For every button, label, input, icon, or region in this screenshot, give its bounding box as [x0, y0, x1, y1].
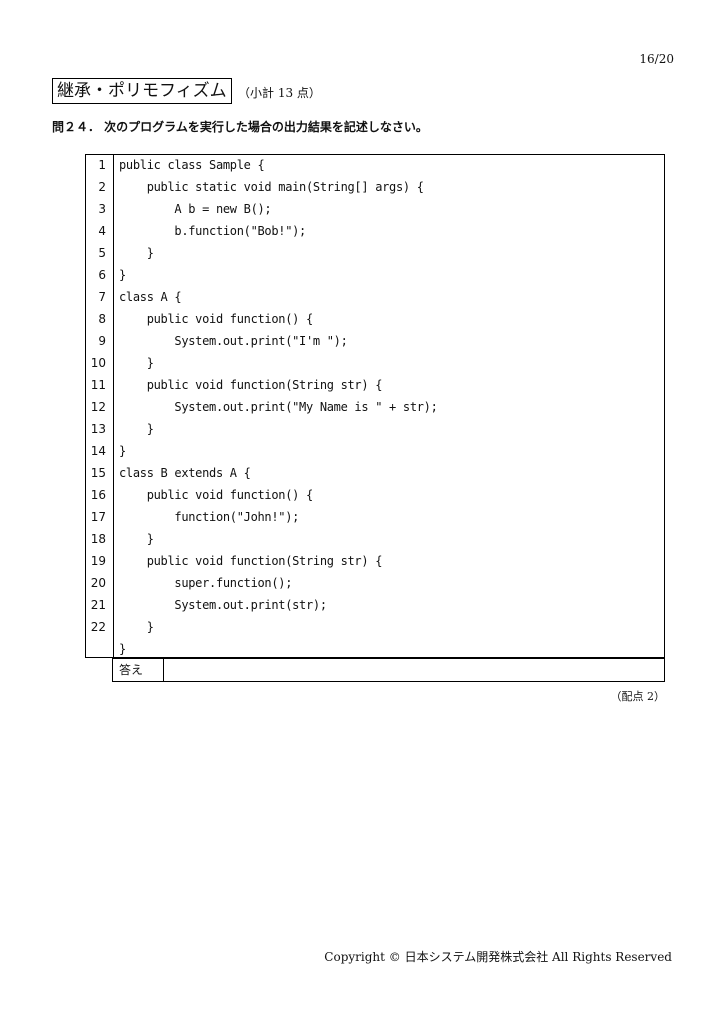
code-line: 14} [86, 441, 664, 463]
code-line: } [86, 639, 664, 661]
line-number: 11 [90, 378, 106, 392]
line-number: 15 [90, 466, 106, 480]
line-code: System.out.print("My Name is " + str); [119, 400, 438, 414]
question-text: 問２４． 次のプログラムを実行した場合の出力結果を記述しなさい。 [52, 120, 428, 134]
page-number: 16/20 [639, 52, 674, 66]
line-code: } [119, 356, 154, 370]
code-line: 21 System.out.print(str); [86, 595, 664, 617]
line-number: 19 [90, 554, 106, 568]
line-number: 12 [90, 400, 106, 414]
code-line: 13 } [86, 419, 664, 441]
code-line: 9 System.out.print("I'm "); [86, 331, 664, 353]
line-code: public void function(String str) { [119, 554, 383, 568]
code-line: 11 public void function(String str) { [86, 375, 664, 397]
line-code: function("John!"); [119, 510, 300, 524]
line-number: 14 [90, 444, 106, 458]
line-code: } [119, 444, 126, 458]
code-line: 16 public void function() { [86, 485, 664, 507]
code-line: 4 b.function("Bob!"); [86, 221, 664, 243]
code-line: 22 } [86, 617, 664, 639]
line-code: public static void main(String[] args) { [119, 180, 424, 194]
line-code: System.out.print("I'm "); [119, 334, 348, 348]
code-line: 1 public class Sample { [86, 155, 664, 177]
code-line: 2 public static void main(String[] args)… [86, 177, 664, 199]
line-code: class A { [119, 290, 182, 304]
line-code: b.function("Bob!"); [119, 224, 306, 238]
line-number: 2 [98, 180, 106, 194]
code-line: 6} [86, 265, 664, 287]
line-code: public void function() { [119, 312, 314, 326]
line-code: System.out.print(str); [119, 598, 327, 612]
line-number: 9 [98, 334, 106, 348]
line-code: } [119, 246, 154, 260]
line-code: } [119, 620, 154, 634]
code-line: 10 } [86, 353, 664, 375]
code-line: 8 public void function() { [86, 309, 664, 331]
line-code: } [119, 642, 126, 656]
code-line: 19 public void function(String str) { [86, 551, 664, 573]
code-line: 15 class B extends A { [86, 463, 664, 485]
line-number: 3 [98, 202, 106, 216]
code-line: 12 System.out.print("My Name is " + str)… [86, 397, 664, 419]
code-line: 5 } [86, 243, 664, 265]
line-number-gutter [86, 155, 114, 657]
line-code: super.function(); [119, 576, 293, 590]
line-number: 4 [98, 224, 106, 238]
answer-label: 答え [113, 659, 164, 681]
line-code: public void function(String str) { [119, 378, 383, 392]
line-number: 7 [98, 290, 106, 304]
line-number: 5 [98, 246, 106, 260]
line-number: 1 [98, 158, 106, 172]
code-line: 7 class A { [86, 287, 664, 309]
line-number: 10 [90, 356, 106, 370]
line-code: public class Sample { [119, 158, 265, 172]
copyright-notice: Copyright © 日本システム開発株式会社 All Rights Rese… [324, 950, 672, 964]
line-code: A b = new B(); [119, 202, 272, 216]
section-title: 継承・ポリモフィズム [52, 78, 232, 104]
line-number: 13 [90, 422, 106, 436]
line-number: 16 [90, 488, 106, 502]
line-code: } [119, 422, 154, 436]
line-code: } [119, 532, 154, 546]
line-code: public void function() { [119, 488, 314, 502]
line-number: 17 [90, 510, 106, 524]
line-number: 20 [90, 576, 106, 590]
answer-field[interactable] [164, 659, 664, 681]
code-line: 20 super.function(); [86, 573, 664, 595]
code-line: 17 function("John!"); [86, 507, 664, 529]
section-subtotal: （小計 13 点） [238, 86, 321, 100]
points-allocation: （配点 2） [610, 690, 666, 703]
code-line: 18 } [86, 529, 664, 551]
line-number: 22 [90, 620, 106, 634]
answer-row: 答え [112, 658, 665, 682]
line-number: 18 [90, 532, 106, 546]
line-number: 21 [90, 598, 106, 612]
code-line: 3 A b = new B(); [86, 199, 664, 221]
line-number: 8 [98, 312, 106, 326]
line-code: class B extends A { [119, 466, 251, 480]
line-number: 6 [98, 268, 106, 282]
line-code: } [119, 268, 126, 282]
code-listing: 1 public class Sample { 2 public static vo… [85, 154, 665, 658]
